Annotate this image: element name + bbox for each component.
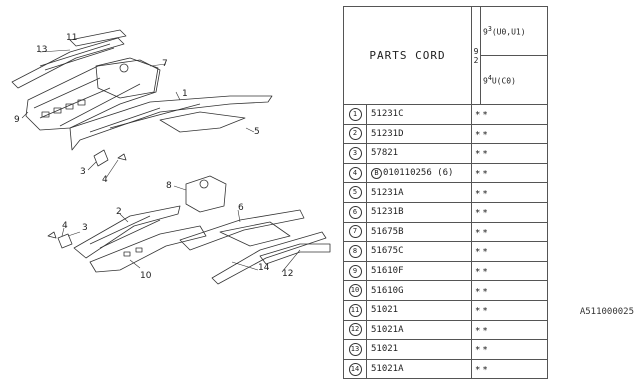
part-code: 57821 <box>366 143 472 164</box>
lower-frame-part-10 <box>89 225 207 273</box>
callout-label: 10 <box>140 271 152 281</box>
part-code: 51231C <box>366 104 472 125</box>
applicability-marks: ∗∗ <box>471 104 548 125</box>
part-code: 51610F <box>366 260 472 282</box>
part-code: 51231D <box>366 123 472 145</box>
table-title: PARTS CORD <box>343 6 472 105</box>
part-code: 51021A <box>366 358 472 379</box>
upper-rail-part <box>11 37 125 89</box>
row-index: 5 <box>343 182 367 203</box>
exploded-parts-diagram: 1 2 3 3 4 4 5 6 7 8 9 10 11 12 13 14 <box>11 29 331 285</box>
part-code: 51675B <box>366 221 472 243</box>
upper-member-part-1 <box>69 95 273 151</box>
bracket-part-3 <box>93 149 109 167</box>
row-index: 14 <box>343 358 367 379</box>
part-code: 51021 <box>366 339 472 360</box>
callout-label: 2 <box>116 207 122 217</box>
part-code: 51231A <box>366 182 472 203</box>
row-index: 2 <box>343 123 367 145</box>
callout-label: 8 <box>166 181 172 191</box>
applicability-marks: ∗∗ <box>471 339 548 360</box>
callout-label: 7 <box>162 59 168 69</box>
row-index: 1 <box>343 104 367 125</box>
callout-label: 14 <box>258 263 270 273</box>
callout-label: 4 <box>62 221 68 231</box>
row-index: 12 <box>343 319 367 341</box>
lower-member-part-2 <box>73 205 181 259</box>
row-index: 9 <box>343 260 367 282</box>
applicability-marks: ∗∗ <box>471 319 548 341</box>
diagram-id: A511000025 <box>579 307 634 317</box>
callout-label: 4 <box>102 175 108 185</box>
callout-label: 9 <box>14 115 20 125</box>
callout-label: 5 <box>254 127 260 137</box>
lower-tank-part-8 <box>185 175 227 213</box>
upper-frame-part <box>25 59 161 131</box>
row-index: 10 <box>343 280 367 301</box>
bolt-icon: B <box>371 167 382 179</box>
extension-part-5 <box>159 111 246 133</box>
lower-rail-part <box>211 231 327 285</box>
callout-label: 12 <box>282 269 293 279</box>
part-code: 51021 <box>366 299 472 321</box>
lower-bolt-part-4 <box>47 231 57 239</box>
row-index: 11 <box>343 299 367 321</box>
lower-bracket-part-3 <box>57 233 73 249</box>
column-header-1: 93(U0,U1) <box>480 6 548 56</box>
applicability-marks: ∗∗ <box>471 143 548 164</box>
applicability-marks: ∗∗ <box>471 358 548 379</box>
callout-label: 11 <box>66 33 77 43</box>
part-code: 51231B <box>366 201 472 223</box>
applicability-marks: ∗∗ <box>471 221 548 243</box>
row-index: 3 <box>343 143 367 164</box>
applicability-marks: ∗∗ <box>471 280 548 301</box>
bolt-part-4 <box>117 153 127 161</box>
row-index: 8 <box>343 241 367 262</box>
row-index: 13 <box>343 339 367 360</box>
callout-label: 3 <box>80 167 86 177</box>
applicability-marks: ∗∗ <box>471 123 548 145</box>
column-header-2: 94U(C0) <box>480 55 548 105</box>
part-code: 51021A <box>366 319 472 341</box>
applicability-marks: ∗∗ <box>471 299 548 321</box>
callout-label: 1 <box>182 89 188 99</box>
applicability-marks: ∗∗ <box>471 182 548 203</box>
callout-label: 13 <box>36 45 47 55</box>
applicability-marks: ∗∗ <box>471 260 548 282</box>
part-code: 51675C <box>366 241 472 262</box>
row-index: 7 <box>343 221 367 243</box>
applicability-marks: ∗∗ <box>471 201 548 223</box>
part-code: 51610G <box>366 280 472 301</box>
tank-part <box>95 57 159 99</box>
row-index: 6 <box>343 201 367 223</box>
right-member-part-6 <box>179 209 305 251</box>
applicability-marks: ∗∗ <box>471 241 548 262</box>
applicability-marks: ∗∗ <box>471 162 548 184</box>
callout-label: 3 <box>82 223 88 233</box>
row-index: 4 <box>343 162 367 184</box>
callout-label: 6 <box>238 203 244 213</box>
